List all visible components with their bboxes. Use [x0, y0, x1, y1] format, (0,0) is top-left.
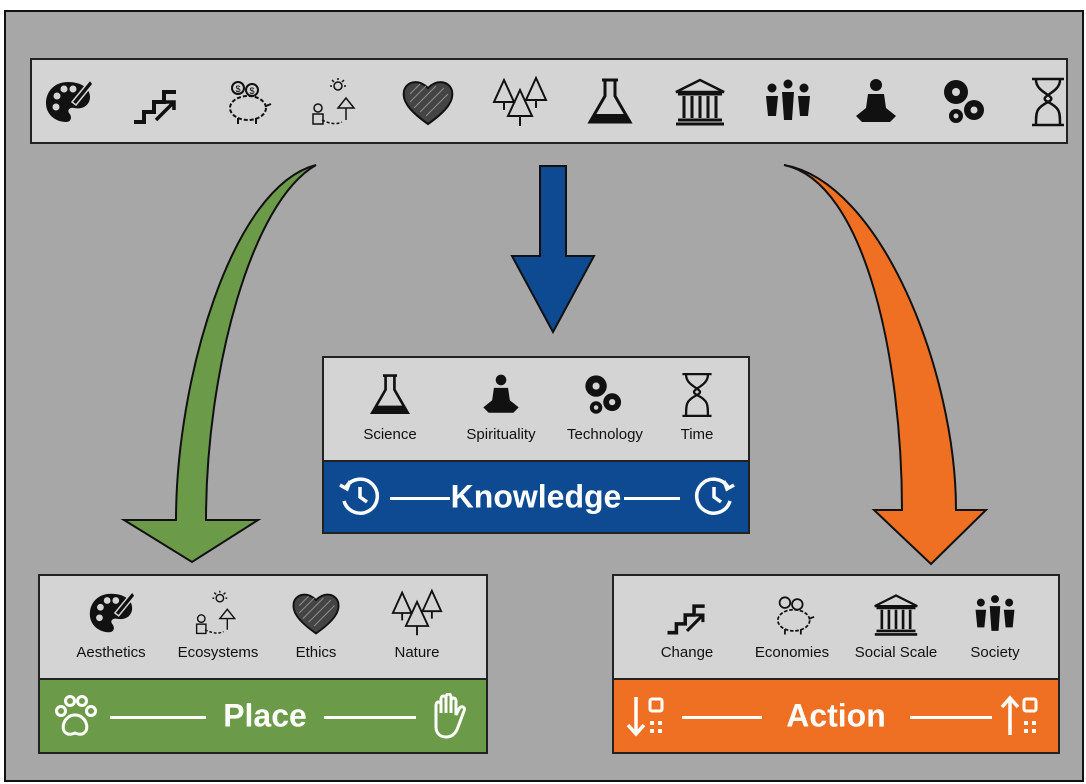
gears-icon — [585, 375, 622, 414]
knowledge-item-label: Spirituality — [466, 426, 536, 443]
arrow-to-knowledge — [510, 165, 596, 335]
palette-icon — [46, 78, 94, 122]
action-item-label: Change — [660, 644, 714, 661]
hourglass-icon — [1032, 77, 1064, 127]
arrow-to-place — [120, 164, 317, 564]
title-divider — [110, 716, 206, 719]
heart-icon — [292, 593, 340, 635]
knowledge-item-time: Time — [672, 370, 722, 443]
flask-icon — [370, 374, 410, 415]
knowledge-title-bar: Knowledge — [322, 460, 750, 534]
ecosystem-icon — [195, 590, 237, 635]
diagram-frame: $ $ — [4, 10, 1084, 782]
place-item-ethics: Ethics — [286, 588, 346, 661]
future-clock-icon — [694, 477, 735, 515]
people-icon — [766, 79, 810, 120]
action-item-label: Society — [970, 644, 1020, 661]
action-item-label: Social Scale — [854, 644, 938, 661]
piggy-bank-icon: $ $ — [229, 81, 272, 124]
flask-icon — [587, 78, 633, 124]
trees-icon — [391, 588, 443, 636]
piggy-bank-icon — [776, 596, 815, 635]
place-box: Aesthetics Ecosystems Ethics Nature Plac… — [38, 574, 488, 754]
sort-up-icon — [1000, 695, 1038, 735]
action-item-change: Change — [652, 592, 722, 661]
place-item-label: Ethics — [295, 644, 337, 661]
place-item-label: Aesthetics — [76, 644, 146, 661]
flow-arrows — [120, 164, 989, 566]
knowledge-title: Knowledge — [450, 478, 622, 515]
heart-icon — [402, 81, 454, 126]
title-divider — [324, 716, 416, 719]
action-item-society: Society — [960, 592, 1030, 661]
palette-icon — [89, 590, 136, 633]
place-item-label: Nature — [394, 644, 440, 661]
place-item-nature: Nature — [382, 588, 452, 661]
trees-icon — [492, 76, 548, 126]
meditation-icon — [483, 374, 519, 413]
action-title-bar: Action — [612, 678, 1060, 754]
action-item-social-scale: Social Scale — [846, 592, 946, 661]
title-divider — [682, 716, 762, 719]
top-icon-strip: $ $ — [30, 58, 1068, 144]
people-icon — [975, 595, 1015, 631]
title-divider — [910, 716, 992, 719]
gears-icon — [944, 80, 984, 123]
knowledge-item-science: Science — [360, 370, 420, 443]
knowledge-item-spirituality: Spirituality — [456, 370, 546, 443]
action-box: Change Economies Social Scale Society Ac… — [612, 574, 1060, 754]
bank-icon — [675, 78, 725, 126]
paw-icon — [55, 695, 97, 736]
svg-text:$: $ — [235, 84, 240, 94]
knowledge-item-label: Time — [680, 426, 714, 443]
stairs-icon — [667, 604, 705, 635]
place-item-ecosystems: Ecosystems — [168, 588, 268, 661]
hourglass-icon — [682, 372, 712, 418]
arrow-to-action — [783, 164, 989, 566]
place-title: Place — [223, 697, 307, 734]
hand-icon — [434, 693, 466, 739]
knowledge-item-technology: Technology — [560, 370, 650, 443]
sort-down-icon — [626, 697, 664, 737]
ecosystem-icon — [312, 78, 356, 125]
title-divider — [390, 497, 450, 500]
place-item-label: Ecosystems — [177, 644, 259, 661]
bank-icon — [874, 594, 918, 636]
action-item-economies: Economies — [744, 592, 840, 661]
svg-text:$: $ — [249, 86, 254, 96]
knowledge-box: Science Spirituality Technology Time Kno… — [322, 356, 750, 534]
action-item-label: Economies — [754, 644, 830, 661]
meditation-icon — [856, 79, 896, 122]
knowledge-item-label: Technology — [567, 426, 643, 443]
history-clock-icon — [339, 477, 380, 515]
title-divider — [624, 497, 680, 500]
place-item-aesthetics: Aesthetics — [66, 588, 156, 661]
knowledge-item-label: Science — [363, 426, 417, 443]
action-title: Action — [786, 697, 886, 734]
place-title-bar: Place — [38, 678, 488, 754]
stairs-icon — [134, 90, 176, 124]
